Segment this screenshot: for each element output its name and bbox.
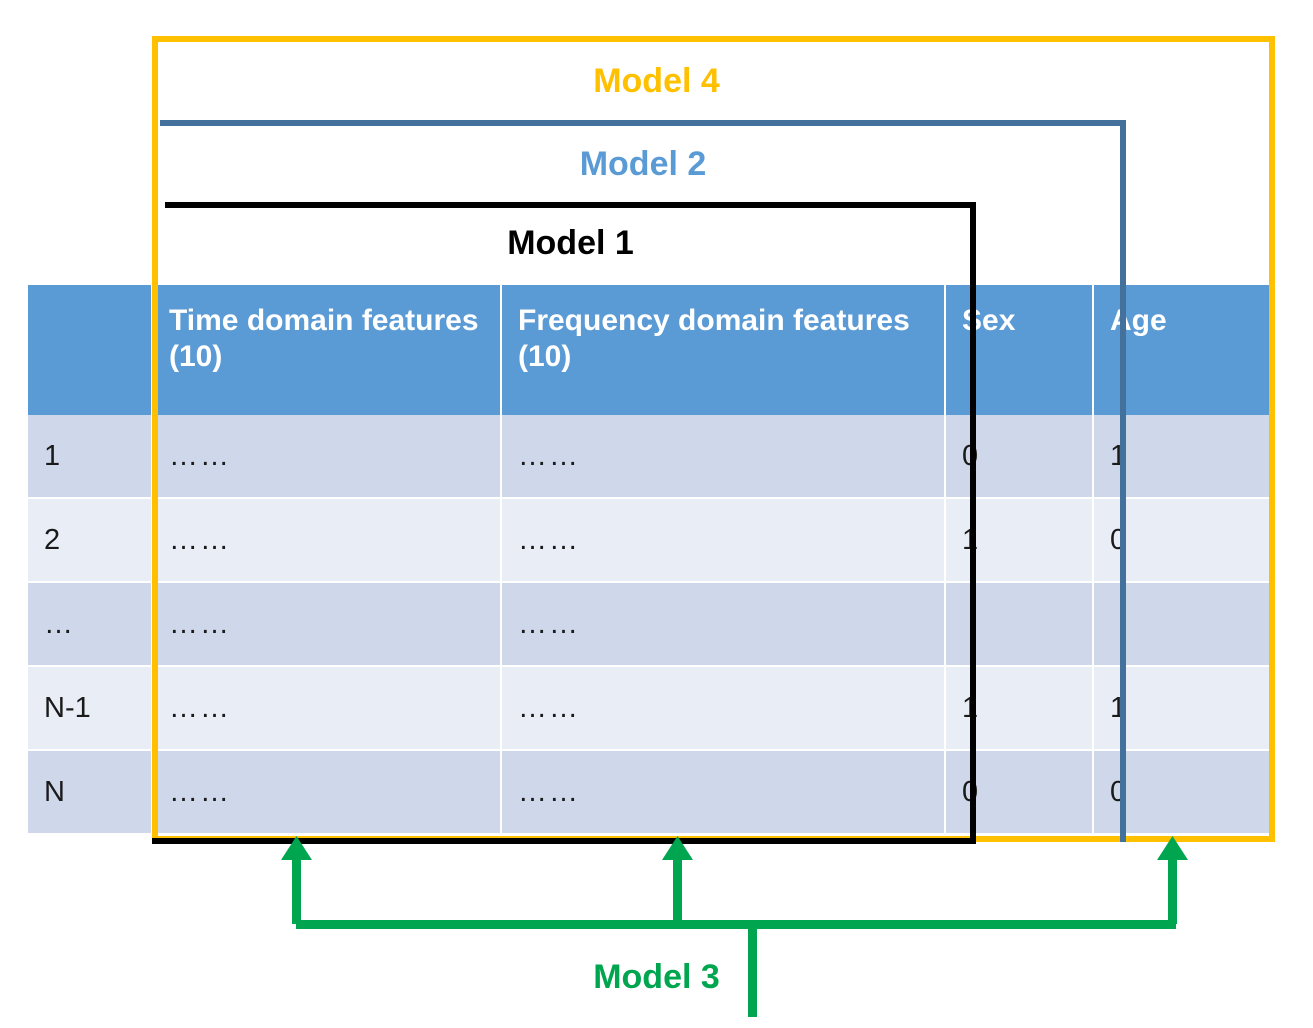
cell-row-index: …: [28, 583, 153, 667]
cell-age: 0: [1094, 499, 1275, 583]
model-3-left-arrowhead-icon: [281, 836, 312, 860]
cell-frequency-domain-features: ……: [518, 439, 580, 472]
cell-row-index: N: [28, 751, 153, 835]
model-3-left-stem: [292, 852, 301, 924]
table-header-row: Time domain features (10) Frequency doma…: [28, 285, 1275, 415]
model-3-middle-stem: [673, 852, 682, 924]
cell-age: 1: [1094, 667, 1275, 751]
cell-time-domain-features: ……: [169, 691, 231, 724]
cell-row-index: 2: [28, 499, 153, 583]
cell-time-domain-features: ……: [169, 523, 231, 556]
cell-age: 0: [1094, 751, 1275, 835]
header-cell-sex: Sex: [946, 285, 1094, 415]
model-3-right-arrowhead-icon: [1157, 836, 1188, 860]
cell-frequency-domain-features: ……: [518, 775, 580, 808]
header-cell-index: [28, 285, 153, 415]
table-row: … …… ……: [28, 583, 1275, 667]
model-3-label-stem: [748, 925, 757, 1017]
cell-age: [1094, 583, 1275, 667]
table-row: 1 …… …… 0 1: [28, 415, 1275, 499]
header-cell-time-domain-features: Time domain features (10): [153, 285, 502, 415]
data-table: Time domain features (10) Frequency doma…: [28, 285, 1275, 838]
cell-sex: 1: [946, 667, 1094, 751]
table-row: N …… …… 0 0: [28, 751, 1275, 835]
model-3-middle-arrowhead-icon: [662, 836, 693, 860]
header-cell-frequency-domain-features: Frequency domain features (10): [502, 285, 946, 415]
cell-sex: [946, 583, 1094, 667]
cell-frequency-domain-features: ……: [518, 691, 580, 724]
label-model-2: Model 2: [579, 145, 707, 183]
model-3-horizontal-connector: [296, 920, 1176, 929]
cell-time-domain-features: ……: [169, 607, 231, 640]
table-row: 2 …… …… 1 0: [28, 499, 1275, 583]
label-model-3: Model 3: [593, 958, 720, 996]
label-model-4: Model 4: [593, 62, 720, 100]
label-model-1: Model 1: [507, 224, 634, 262]
cell-time-domain-features: ……: [169, 439, 231, 472]
cell-frequency-domain-features: ……: [518, 607, 580, 640]
header-cell-age: Age: [1094, 285, 1275, 415]
bracket-model-1-bottom-rule: [152, 838, 976, 844]
model-3-right-stem: [1168, 852, 1177, 924]
cell-sex: 0: [946, 751, 1094, 835]
cell-age: 1: [1094, 415, 1275, 499]
model-3-arrow-group: [0, 830, 1313, 1028]
model-3-arrows-svg: [281, 836, 1188, 1017]
table-row: N-1 …… …… 1 1: [28, 667, 1275, 751]
cell-frequency-domain-features: ……: [518, 523, 580, 556]
cell-row-index: 1: [28, 415, 153, 499]
cell-time-domain-features: ……: [169, 775, 231, 808]
cell-row-index: N-1: [28, 667, 153, 751]
cell-sex: 1: [946, 499, 1094, 583]
cell-sex: 0: [946, 415, 1094, 499]
